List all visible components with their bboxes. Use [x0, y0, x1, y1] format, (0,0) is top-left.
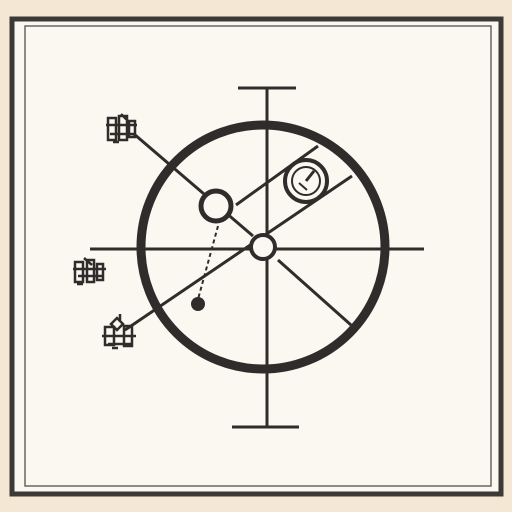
- main-circle: [136, 120, 390, 374]
- dial-inner: [291, 166, 321, 196]
- lower-right-ray: [277, 258, 352, 327]
- glyph-cluster-icon: [106, 113, 137, 144]
- glyph-cluster-icon: [102, 314, 136, 350]
- lower-node: [191, 297, 205, 311]
- center-node: [249, 233, 277, 261]
- upper-left-ray: [133, 132, 254, 238]
- upper-diagonal-segment: [235, 144, 319, 207]
- dashed-connector: [196, 225, 219, 304]
- glyph-cluster-icon: [73, 257, 106, 286]
- upper-left-symbol-strokes: [106, 113, 137, 144]
- dial-needle: [304, 170, 316, 182]
- dial-mark: [298, 182, 308, 191]
- dial-icon: [283, 158, 329, 204]
- lower-left-symbol-strokes: [102, 314, 136, 350]
- middle-left-symbol-strokes: [73, 257, 106, 286]
- upper-node: [198, 188, 234, 224]
- inner-frame: [24, 25, 492, 487]
